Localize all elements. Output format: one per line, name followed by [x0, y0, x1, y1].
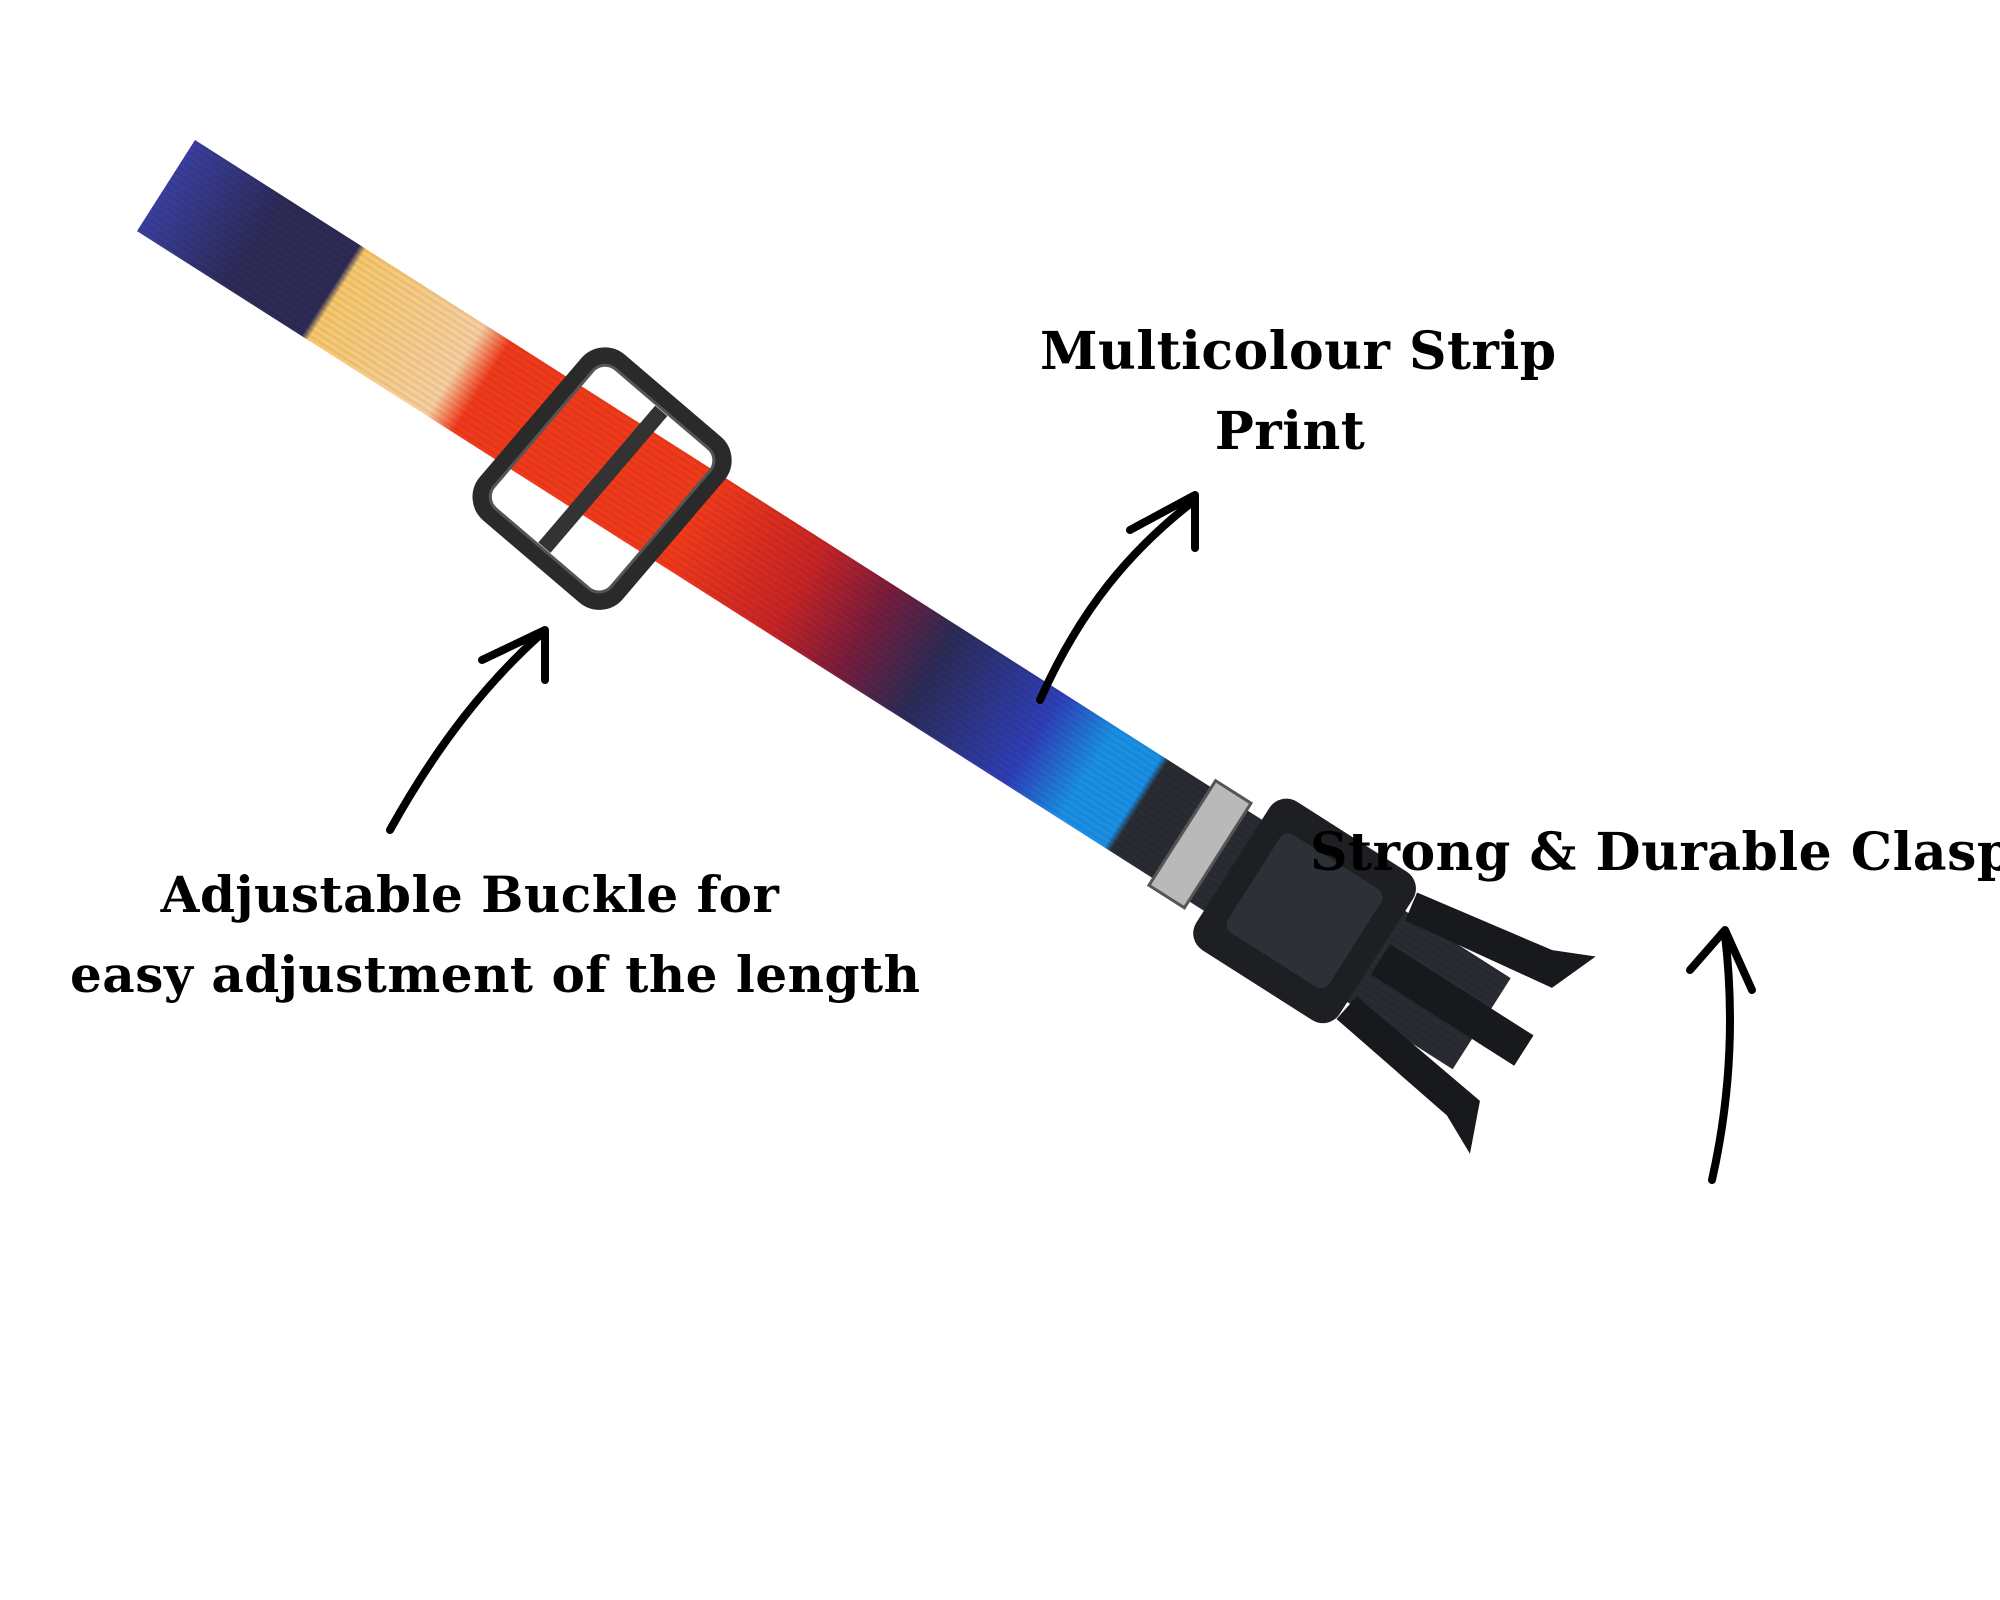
- curved-arrow-icon: [1036, 496, 1199, 704]
- curved-arrow-icon: [1708, 931, 1735, 1184]
- curved-arrow-icon: [1686, 926, 1756, 994]
- side-release-clasp: [1193, 798, 1596, 1154]
- slide-buckle: [472, 347, 732, 610]
- curved-arrow-icon: [1126, 491, 1199, 552]
- curved-arrow-icon: [386, 631, 544, 834]
- clasp-annotation-line1: Strong & Durable Clasp: [1310, 822, 2000, 883]
- strip-annotation-line2: Print: [1214, 401, 1366, 462]
- buckle-annotation-line1: Adjustable Buckle for: [160, 865, 780, 924]
- metal-slider: [1146, 778, 1254, 910]
- strip-annotation: Multicolour Strip Print: [1040, 312, 1557, 472]
- clasp-annotation: Strong & Durable Clasp: [1310, 818, 2000, 888]
- buckle-annotation-line2: easy adjustment of the length: [70, 945, 921, 1004]
- strip-annotation-line1: Multicolour Strip: [1040, 321, 1557, 382]
- buckle-annotation: Adjustable Buckle for easy adjustment of…: [70, 855, 921, 1015]
- curved-arrow-icon: [478, 626, 549, 684]
